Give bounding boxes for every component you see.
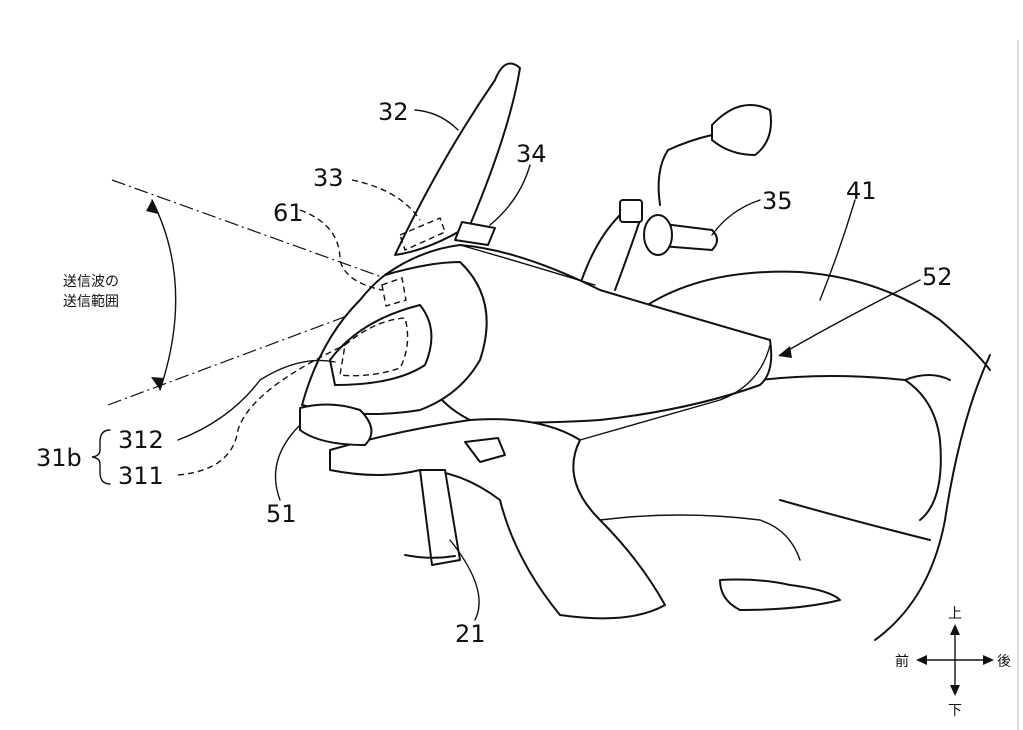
label-31b: 31b: [36, 444, 82, 472]
fork-bottom: [404, 554, 456, 559]
direction-down: 下: [948, 703, 962, 719]
range-upper-line: [111, 179, 391, 281]
direction-front: 前: [895, 653, 909, 670]
leader-41: [819, 199, 856, 301]
front-fork: [419, 469, 461, 566]
grip-housing: [643, 214, 673, 256]
label-32: 32: [378, 98, 409, 126]
label-35: 35: [762, 187, 793, 215]
label-61: 61: [273, 199, 304, 227]
mirror-head: [711, 104, 772, 156]
range-text-2: 送信範囲: [63, 293, 119, 310]
label-41: 41: [846, 177, 877, 205]
side-panel: [759, 375, 942, 521]
leader-311: [177, 344, 346, 476]
tank-outline: [639, 270, 991, 371]
label-33: 33: [313, 164, 344, 192]
bar-clamp: [619, 199, 643, 223]
leader-35: [711, 199, 761, 236]
range-lower-line: [107, 299, 391, 406]
mirror-stem: [657, 134, 713, 206]
screen-bracket: [454, 221, 496, 246]
side-reflector: [464, 437, 506, 463]
range-arrow-top: [146, 200, 158, 214]
label-21: 21: [455, 620, 486, 648]
leader-312: [177, 359, 336, 441]
cowl-seam: [459, 244, 596, 286]
compass-arrow-up: [950, 624, 960, 635]
fairing-seam: [579, 344, 771, 441]
leader-52: [779, 279, 921, 356]
headlight-inner-dash: [339, 317, 409, 377]
leader-32: [414, 109, 459, 131]
label-51: 51: [266, 500, 297, 528]
lower-seam: [599, 514, 801, 561]
range-arc: [151, 199, 177, 391]
footpeg-cover: [719, 578, 841, 611]
leader-34: [489, 164, 531, 226]
compass-arrow-right: [983, 655, 994, 665]
seat-edge: [874, 354, 991, 641]
fork-top: [579, 214, 641, 291]
leader-33: [351, 179, 421, 221]
leader-52-arrow: [778, 346, 792, 358]
label-34: 34: [516, 140, 547, 168]
sensor-window-dashed: [381, 277, 407, 307]
label-311: 311: [118, 462, 164, 490]
panel-seam: [904, 374, 951, 381]
label-52: 52: [922, 263, 953, 291]
range-arrow-bottom: [151, 377, 164, 390]
label-312: 312: [118, 426, 164, 454]
compass-arrow-left: [916, 655, 927, 665]
nose-tip: [299, 403, 373, 446]
direction-rear: 後: [997, 654, 1011, 670]
side-fairing: [329, 418, 666, 620]
windscreen: [394, 62, 521, 256]
lower-panel-line: [779, 499, 931, 541]
direction-up: 上: [948, 606, 962, 622]
compass-arrow-down: [950, 685, 960, 696]
leader-21: [449, 539, 480, 621]
leader-61: [299, 209, 383, 291]
leader-51: [274, 424, 301, 501]
group-brace: [91, 429, 111, 485]
range-text-1: 送信波の: [63, 274, 119, 290]
